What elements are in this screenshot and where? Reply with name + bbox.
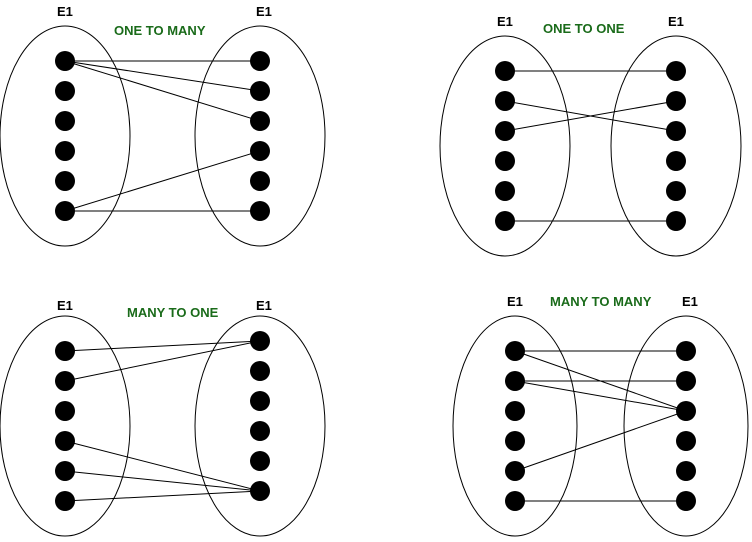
- right-entity-dot: [666, 151, 686, 171]
- right-entity-dot: [250, 361, 270, 381]
- panel-many-to-many: E1 E1 MANY TO MANY: [452, 294, 749, 537]
- left-entity-dot: [55, 341, 75, 361]
- right-entity-dot: [676, 461, 696, 481]
- right-entity-dot: [666, 211, 686, 231]
- panel-one-to-many: E1 E1 ONE TO MANY: [0, 4, 326, 247]
- panel-many-to-one: E1 E1 MANY TO ONE: [0, 298, 326, 537]
- panel-one-to-one: E1 E1 ONE TO ONE: [439, 14, 742, 257]
- right-entity-set: [194, 315, 326, 537]
- left-entity-label: E1: [507, 294, 523, 309]
- left-entity-label: E1: [497, 14, 513, 29]
- left-entity-label: E1: [57, 4, 73, 19]
- entity-dots: [55, 331, 270, 511]
- left-entity-dot: [55, 141, 75, 161]
- right-entity-dot: [250, 391, 270, 411]
- relationship-title: ONE TO ONE: [543, 21, 625, 36]
- relationship-link: [64, 340, 261, 352]
- left-entity-dot: [505, 341, 525, 361]
- right-entity-dot: [250, 331, 270, 351]
- entity-dots: [505, 341, 696, 511]
- left-entity-dot: [55, 201, 75, 221]
- right-entity-dot: [676, 491, 696, 511]
- left-entity-dot: [495, 181, 515, 201]
- left-entity-label: E1: [57, 298, 73, 313]
- right-entity-set: [194, 25, 326, 247]
- right-entity-dot: [250, 51, 270, 71]
- left-entity-dot: [495, 151, 515, 171]
- right-entity-dot: [676, 371, 696, 391]
- left-entity-dot: [495, 211, 515, 231]
- relationship-link: [64, 340, 261, 382]
- right-entity-dot: [676, 401, 696, 421]
- left-entity-dot: [505, 461, 525, 481]
- right-entity-dot: [250, 201, 270, 221]
- right-entity-label: E1: [256, 4, 272, 19]
- relationship-link: [514, 410, 687, 472]
- relationship-title: MANY TO MANY: [550, 294, 652, 309]
- relationship-title: ONE TO MANY: [114, 23, 206, 38]
- right-entity-dot: [250, 141, 270, 161]
- left-entity-dot: [505, 371, 525, 391]
- relationship-links: [64, 60, 261, 212]
- relationship-link: [64, 470, 261, 492]
- right-entity-set: [610, 35, 742, 257]
- left-entity-set: [0, 25, 131, 247]
- left-entity-dot: [505, 431, 525, 451]
- right-entity-dot: [666, 61, 686, 81]
- left-entity-dot: [55, 81, 75, 101]
- left-entity-dot: [495, 91, 515, 111]
- relationship-link: [504, 100, 677, 132]
- right-entity-set: [623, 315, 749, 537]
- left-entity-set: [0, 315, 131, 537]
- relationship-link: [64, 440, 261, 492]
- right-entity-dot: [250, 81, 270, 101]
- right-entity-dot: [666, 181, 686, 201]
- left-entity-set: [439, 35, 571, 257]
- right-entity-dot: [676, 431, 696, 451]
- entity-dots: [55, 51, 270, 221]
- left-entity-dot: [55, 51, 75, 71]
- right-entity-dot: [250, 481, 270, 501]
- right-entity-dot: [676, 341, 696, 361]
- left-entity-dot: [55, 461, 75, 481]
- right-entity-dot: [250, 451, 270, 471]
- right-entity-dot: [666, 121, 686, 141]
- right-entity-label: E1: [682, 294, 698, 309]
- right-entity-dot: [666, 91, 686, 111]
- left-entity-dot: [55, 111, 75, 131]
- entity-dots: [495, 61, 686, 231]
- right-entity-dot: [250, 421, 270, 441]
- right-entity-dot: [250, 111, 270, 131]
- relationship-links: [514, 350, 687, 502]
- relationship-link: [64, 60, 261, 92]
- relationship-title: MANY TO ONE: [127, 305, 219, 320]
- relationship-links: [64, 340, 261, 502]
- relationship-links: [504, 70, 677, 222]
- right-entity-dot: [250, 171, 270, 191]
- relationship-link: [64, 490, 261, 502]
- right-entity-label: E1: [256, 298, 272, 313]
- left-entity-set: [452, 315, 578, 537]
- left-entity-dot: [495, 121, 515, 141]
- left-entity-dot: [55, 401, 75, 421]
- relationship-link: [64, 150, 261, 212]
- left-entity-dot: [505, 401, 525, 421]
- left-entity-dot: [55, 431, 75, 451]
- left-entity-dot: [505, 491, 525, 511]
- left-entity-dot: [55, 171, 75, 191]
- left-entity-dot: [55, 371, 75, 391]
- left-entity-dot: [55, 491, 75, 511]
- left-entity-dot: [495, 61, 515, 81]
- relationship-link: [64, 60, 261, 122]
- right-entity-label: E1: [668, 14, 684, 29]
- relationship-link: [514, 380, 687, 412]
